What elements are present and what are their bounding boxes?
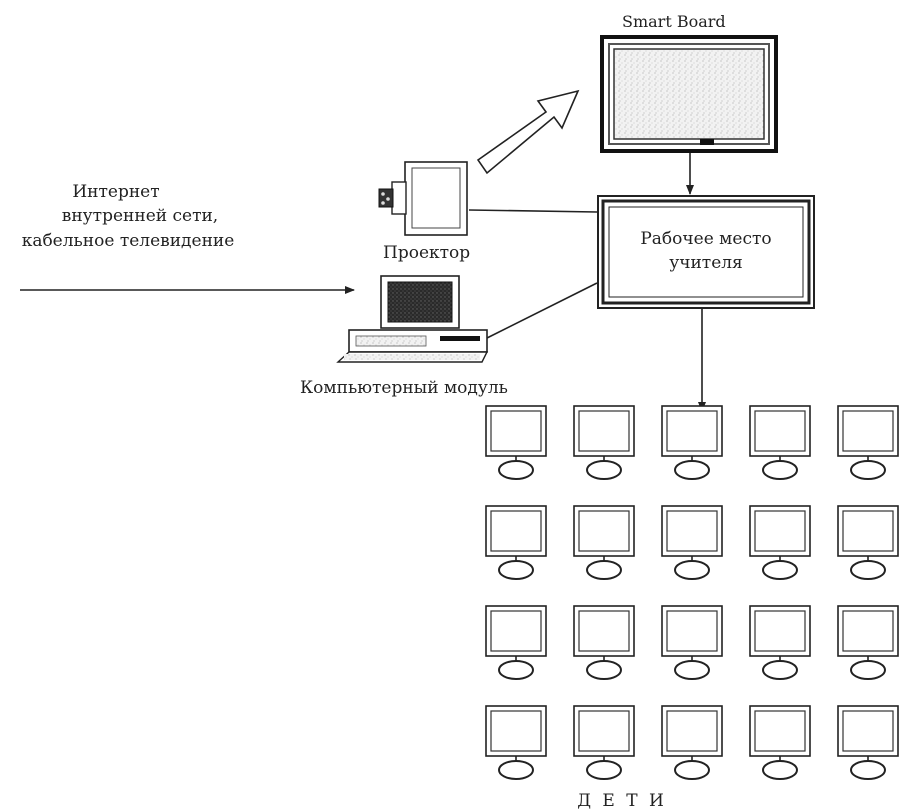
student-computer (662, 606, 722, 679)
student-monitor-base (763, 461, 797, 479)
projection-arrow (478, 91, 578, 173)
computer-module-label: Компьютерный модуль (300, 378, 508, 398)
student-monitor-base (675, 561, 709, 579)
computer-to-teacher-link (487, 283, 597, 338)
student-monitor-base (851, 761, 885, 779)
student-monitor (574, 706, 634, 756)
student-monitor-base (763, 661, 797, 679)
student-monitor (574, 506, 634, 556)
student-monitor-base (587, 661, 621, 679)
student-monitor-base (675, 461, 709, 479)
student-monitor-base (851, 661, 885, 679)
student-monitor (486, 606, 546, 656)
teacher-label-line2: учителя (669, 253, 743, 273)
student-monitor-base (763, 761, 797, 779)
student-monitor-base (675, 761, 709, 779)
student-computer (662, 406, 722, 479)
student-monitor (838, 706, 898, 756)
student-monitor (662, 606, 722, 656)
student-computer (750, 706, 810, 779)
internet-label-line1: Интернет (72, 182, 159, 202)
student-monitor (750, 406, 810, 456)
teacher-workstation: Рабочее место учителя (598, 196, 814, 308)
student-computers-grid (486, 406, 898, 779)
student-monitor (750, 706, 810, 756)
student-computer (574, 506, 634, 579)
student-monitor (662, 406, 722, 456)
internet-label-line3: кабельное телевидение (22, 231, 235, 251)
student-monitor (662, 706, 722, 756)
student-computer (750, 506, 810, 579)
student-monitor-base (499, 761, 533, 779)
student-monitor (662, 506, 722, 556)
projector: Проектор (379, 162, 470, 263)
student-computer (838, 706, 898, 779)
projector-to-teacher-link (469, 210, 597, 212)
student-computer (838, 406, 898, 479)
internet-label-line2: внутренней сети, (62, 206, 218, 226)
student-monitor-base (851, 461, 885, 479)
student-computer (750, 406, 810, 479)
student-monitor (838, 406, 898, 456)
student-computer (486, 506, 546, 579)
student-monitor-base (851, 561, 885, 579)
student-monitor (838, 606, 898, 656)
student-computer (750, 606, 810, 679)
student-computer (574, 606, 634, 679)
student-monitor-base (587, 461, 621, 479)
student-monitor (750, 606, 810, 656)
student-monitor (750, 506, 810, 556)
student-computer (486, 706, 546, 779)
student-computer (486, 606, 546, 679)
teacher-label-line1: Рабочее место (640, 229, 771, 249)
student-monitor-base (763, 561, 797, 579)
student-monitor (838, 506, 898, 556)
student-computer (662, 506, 722, 579)
internet-source: Интернет внутренней сети, кабельное теле… (22, 182, 235, 251)
student-monitor (574, 606, 634, 656)
smart-board: Smart Board (602, 12, 776, 151)
children-label: Д Е Т И (577, 791, 667, 811)
student-computer (838, 606, 898, 679)
student-monitor-base (499, 461, 533, 479)
student-monitor (486, 506, 546, 556)
student-monitor (486, 706, 546, 756)
student-computer (838, 506, 898, 579)
student-computer (574, 406, 634, 479)
smart-board-label: Smart Board (622, 12, 726, 31)
student-monitor-base (675, 661, 709, 679)
student-monitor (574, 406, 634, 456)
student-monitor-base (587, 561, 621, 579)
student-monitor-base (499, 661, 533, 679)
student-monitor-base (499, 561, 533, 579)
student-computer (662, 706, 722, 779)
student-monitor (486, 406, 546, 456)
projector-label: Проектор (383, 243, 470, 263)
student-computer (486, 406, 546, 479)
student-monitor-base (587, 761, 621, 779)
student-computer (574, 706, 634, 779)
computer-module: Компьютерный модуль (300, 276, 508, 398)
